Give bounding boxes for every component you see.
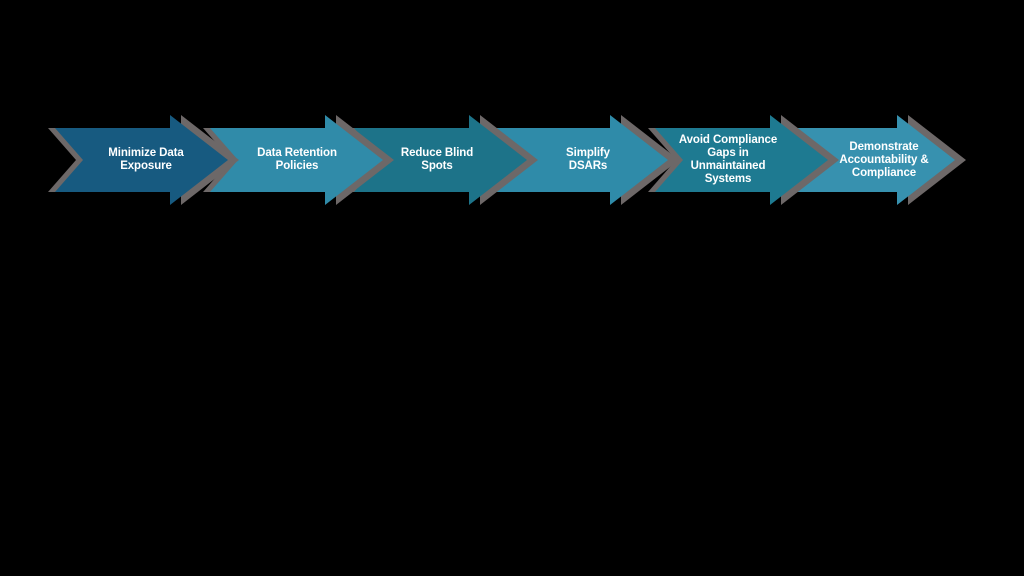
arrow-shape [55, 115, 228, 205]
arrow-shape [495, 115, 668, 205]
arrow-shape [782, 115, 955, 205]
process-step-4 [488, 115, 679, 205]
process-step-5 [648, 115, 839, 205]
process-step-1 [48, 115, 239, 205]
arrow-shape [655, 115, 828, 205]
process-step-6 [775, 115, 966, 205]
process-step-3 [347, 115, 538, 205]
process-step-2 [203, 115, 394, 205]
arrow-shape [210, 115, 383, 205]
arrow-shape [354, 115, 527, 205]
